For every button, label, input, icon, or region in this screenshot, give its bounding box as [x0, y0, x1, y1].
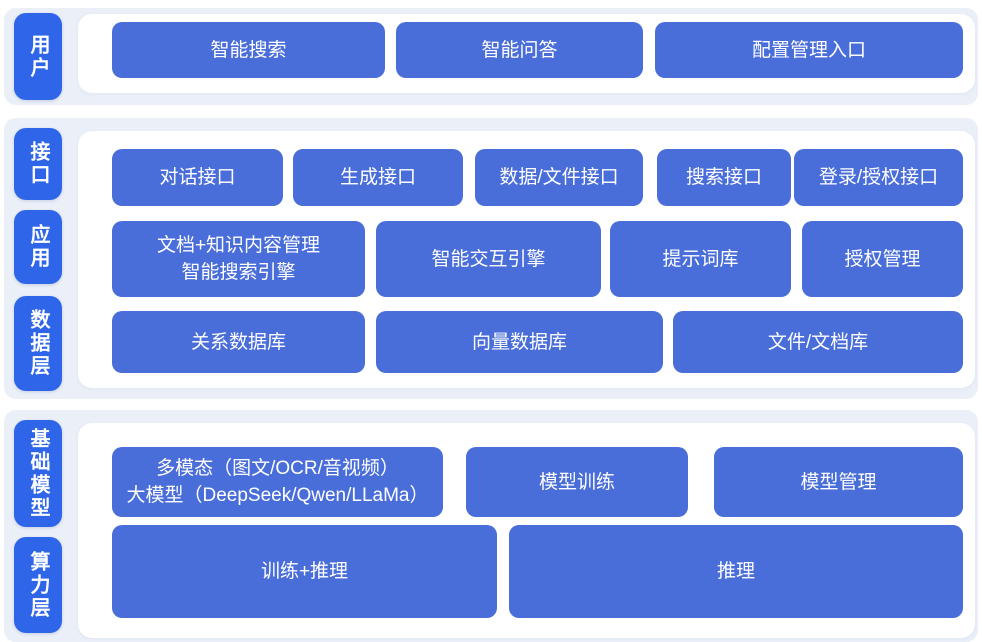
block-search-api: 搜索接口	[657, 149, 791, 206]
block-interaction-engine: 智能交互引擎	[376, 221, 601, 297]
block-prompt-library: 提示词库	[610, 221, 791, 297]
block-train-inference: 训练+推理	[112, 525, 497, 618]
layer-pill-interface: 接口	[14, 128, 62, 200]
block-model-mgmt: 模型管理	[714, 447, 963, 517]
block-relational-db: 关系数据库	[112, 311, 365, 373]
card-bottom-layers: 多模态（图文/OCR/音视频） 大模型（DeepSeek/Qwen/LLaMa）…	[78, 423, 975, 638]
layer-pill-user: 用户	[14, 13, 62, 100]
block-dialog-api: 对话接口	[112, 149, 283, 206]
block-multimodal-llm-line1: 多模态（图文/OCR/音视频）	[156, 458, 399, 479]
layer-pill-compute-layer: 算力层	[14, 537, 62, 633]
block-data-file-api: 数据/文件接口	[475, 149, 643, 206]
block-doc-knowledge-mgmt-line2: 智能搜索引擎	[181, 262, 296, 283]
block-doc-knowledge-mgmt-line1: 文档+知识内容管理	[156, 235, 321, 256]
block-multimodal-llm: 多模态（图文/OCR/音视频） 大模型（DeepSeek/Qwen/LLaMa）	[112, 447, 443, 517]
block-login-auth-api: 登录/授权接口	[794, 149, 963, 206]
layer-pill-data-layer: 数据层	[14, 296, 62, 391]
block-model-training: 模型训练	[466, 447, 688, 517]
block-doc-knowledge-mgmt: 文档+知识内容管理 智能搜索引擎	[112, 221, 365, 297]
block-smart-search: 智能搜索	[112, 22, 385, 78]
block-auth-mgmt: 授权管理	[802, 221, 963, 297]
card-middle-layers: 对话接口 生成接口 数据/文件接口 搜索接口 登录/授权接口 文档+知识内容管理…	[78, 131, 975, 388]
card-user-layer: 智能搜索 智能问答 配置管理入口	[78, 14, 975, 93]
block-smart-qa: 智能问答	[396, 22, 643, 78]
band-user-layer: 用户 智能搜索 智能问答 配置管理入口	[4, 8, 978, 105]
layer-pill-application: 应用	[14, 210, 62, 284]
block-generation-api: 生成接口	[293, 149, 463, 206]
layer-pill-base-model: 基础模型	[14, 420, 62, 527]
block-config-admin-entry: 配置管理入口	[655, 22, 963, 78]
block-multimodal-llm-line2: 大模型（DeepSeek/Qwen/LLaMa）	[126, 485, 429, 506]
block-inference: 推理	[509, 525, 963, 618]
band-middle-layers: 接口 应用 数据层 对话接口 生成接口 数据/文件接口 搜索接口 登录/授权接口…	[4, 118, 978, 399]
block-vector-db: 向量数据库	[376, 311, 663, 373]
band-bottom-layers: 基础模型 算力层 多模态（图文/OCR/音视频） 大模型（DeepSeek/Qw…	[4, 410, 978, 642]
block-file-doc-store: 文件/文档库	[673, 311, 963, 373]
